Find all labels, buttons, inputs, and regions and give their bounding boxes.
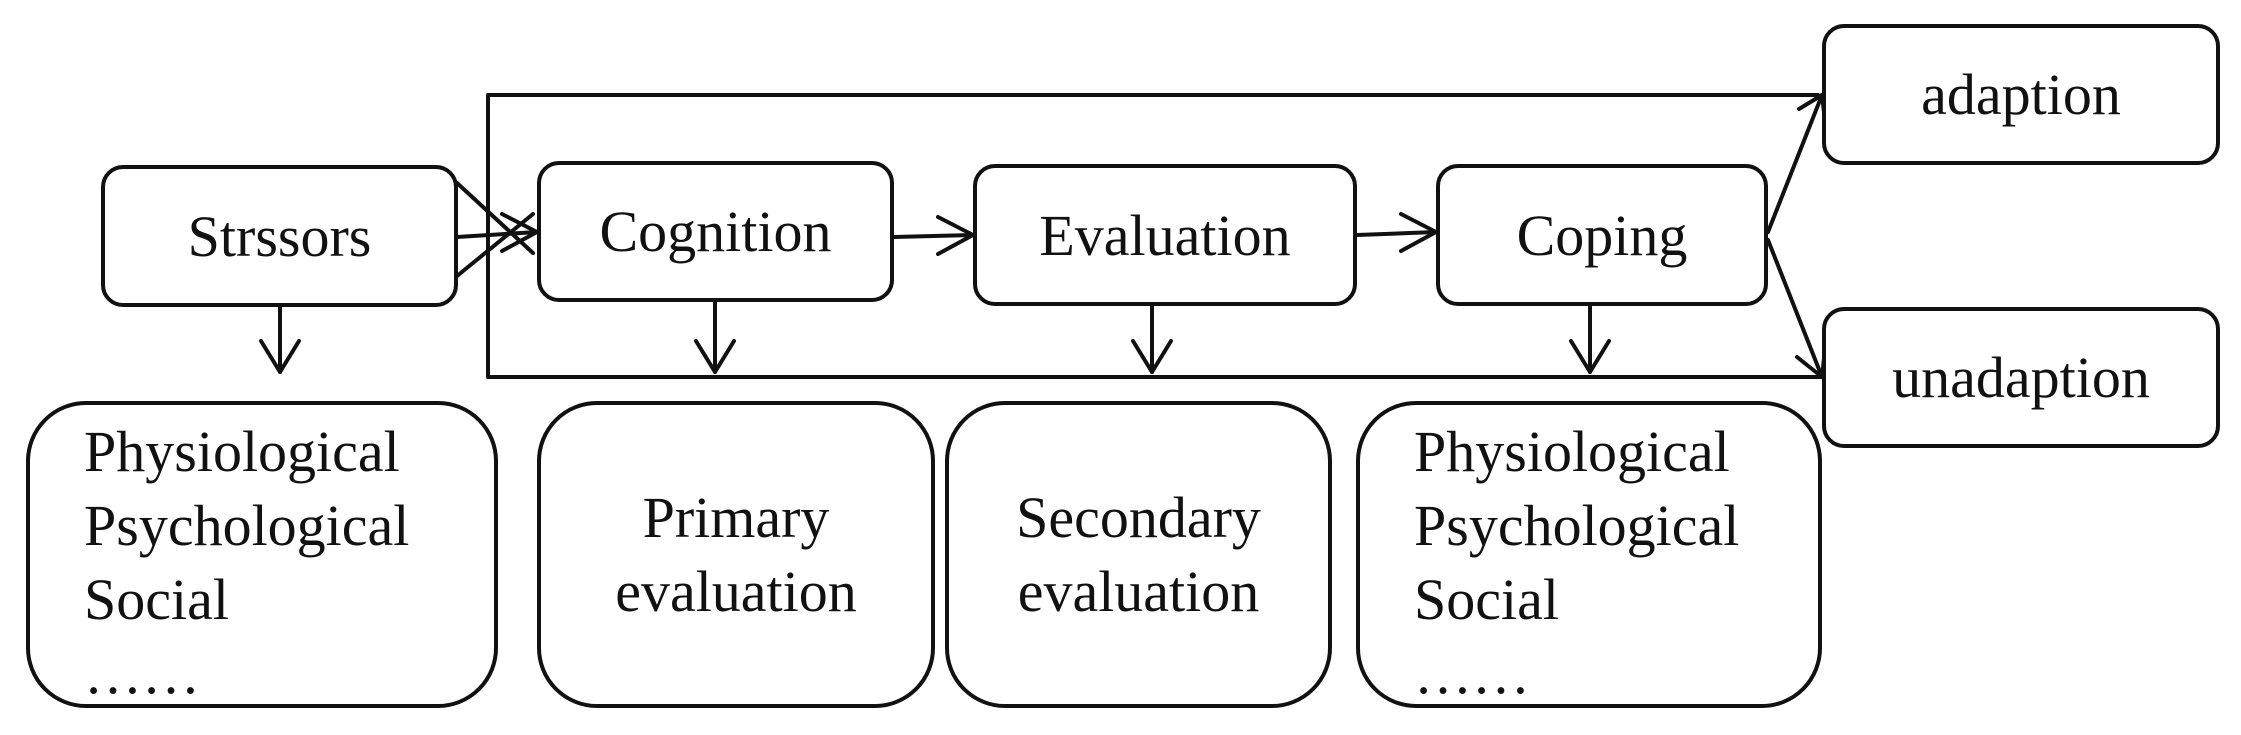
down-arrowhead-evaluation	[1131, 339, 1173, 374]
cognition-box: Cognition	[537, 161, 894, 302]
stressor-factor-ellipsis: ……	[84, 641, 200, 706]
coping-label: Coping	[1516, 202, 1688, 268]
cognition-label: Cognition	[599, 199, 832, 264]
primary-evaluation-box: Primary evaluation	[537, 401, 935, 708]
coping-factor-physiological: Physiological	[1414, 419, 1730, 484]
secondary-label-line2: evaluation	[1017, 558, 1260, 624]
arrow-stressors-cognition	[455, 230, 539, 239]
cross-line-a	[455, 181, 535, 255]
evaluation-box: Evaluation	[973, 164, 1357, 306]
down-arrowhead-coping	[1569, 339, 1611, 374]
unadaption-label: unadaption	[1892, 345, 2150, 410]
coping-box: Coping	[1436, 164, 1768, 306]
arrow-cognition-evaluation	[892, 233, 975, 239]
cross-line-b	[455, 212, 535, 278]
stressor-factor-physiological: Physiological	[84, 419, 400, 484]
secondary-label-line1: Secondary	[1016, 484, 1261, 550]
primary-label-line2: evaluation	[615, 558, 857, 624]
adaption-box: adaption	[1822, 24, 2220, 165]
down-arrowhead-stressors	[259, 339, 301, 374]
stressor-factor-psychological: Psychological	[84, 493, 410, 558]
evaluation-label: Evaluation	[1039, 202, 1291, 268]
secondary-evaluation-box: Secondary evaluation	[945, 401, 1332, 708]
down-arrowhead-cognition	[694, 339, 736, 374]
arrow-coping-unadaption	[1766, 238, 1824, 379]
coping-factors-box: Physiological Psychological Social ……	[1356, 401, 1822, 708]
unadaption-box: unadaption	[1822, 307, 2220, 448]
stressors-label: Strssors	[187, 203, 372, 269]
primary-label-line1: Primary	[642, 484, 830, 550]
coping-factor-ellipsis: ……	[1414, 641, 1530, 706]
coping-factor-psychological: Psychological	[1414, 493, 1740, 558]
stressor-factor-social: Social	[84, 567, 229, 632]
coping-factor-social: Social	[1414, 567, 1559, 632]
stressor-factors-box: Physiological Psychological Social ……	[26, 401, 498, 708]
arrow-coping-adaption	[1766, 93, 1824, 234]
arrow-evaluation-coping	[1355, 230, 1438, 237]
adaption-label: adaption	[1921, 62, 2121, 127]
stressors-box: Strssors	[101, 165, 458, 307]
